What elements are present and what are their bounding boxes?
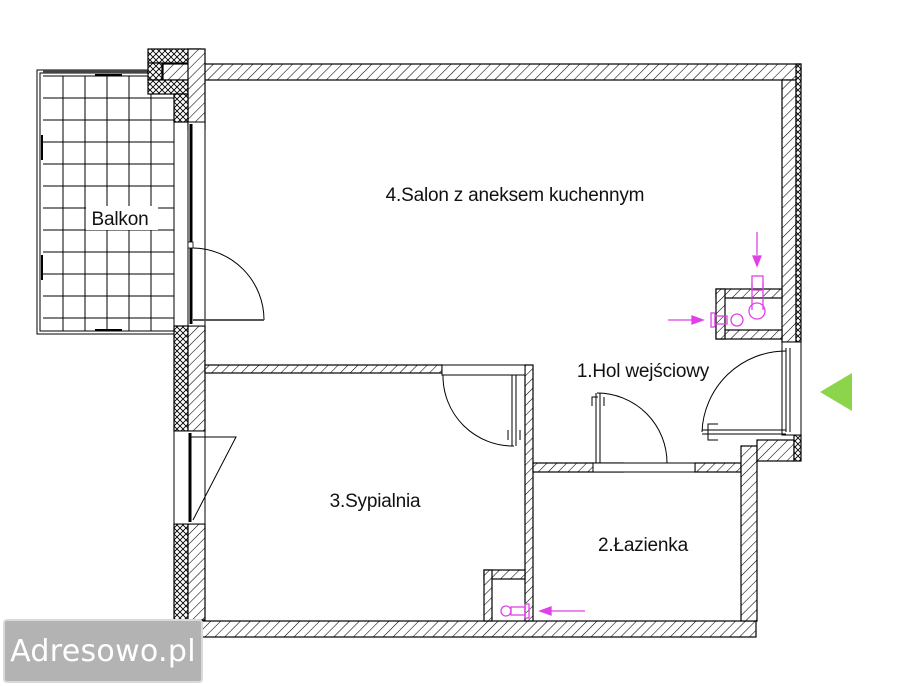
entrance-door	[701, 341, 802, 441]
entrance-arrow-icon	[820, 373, 852, 411]
watermark-logo: Adresowo.pl	[3, 619, 203, 683]
bathroom-door	[591, 392, 696, 473]
balcony-door	[187, 121, 265, 327]
room-label-hol: 1.Hol wejściowy	[577, 361, 710, 382]
room-label-balkon: Balkon	[92, 209, 149, 230]
bathroom-installation	[500, 603, 585, 619]
room-label-salon: 4.Salon z aneksem kuchennym	[386, 185, 645, 206]
balcony: Balkon	[36, 69, 175, 335]
kitchen-installations	[668, 232, 766, 328]
room-label-lazienka: 2.Łazienka	[598, 535, 689, 556]
walls	[147, 48, 802, 638]
bedroom-window	[173, 430, 237, 525]
bedroom-door	[441, 364, 526, 447]
room-label-sypialnia: 3.Sypialnia	[330, 491, 421, 512]
